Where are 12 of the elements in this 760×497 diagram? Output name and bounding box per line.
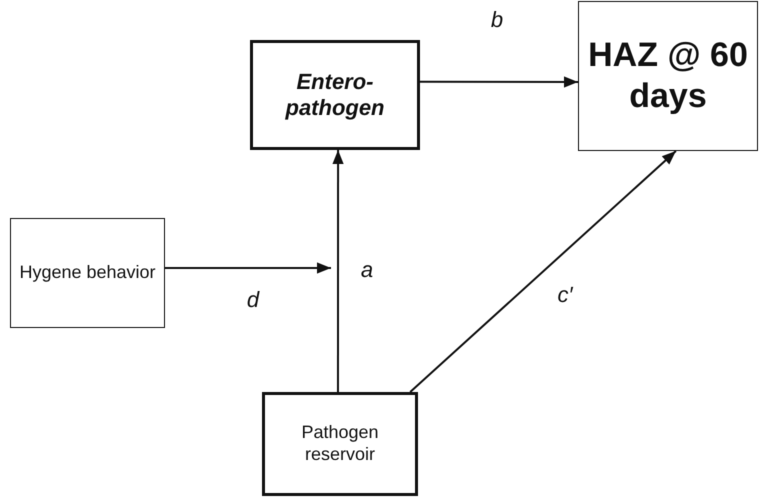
box-label: HAZ @ 60 days: [587, 35, 749, 117]
process-box: [578, 1, 758, 151]
arrow: [332, 150, 344, 392]
box-label: Pathogen reservoir: [300, 422, 380, 466]
process-box: [10, 218, 165, 328]
arrow: [165, 262, 331, 274]
box-label: Hygene behavior: [19, 262, 156, 284]
process-box: [250, 40, 420, 150]
process-box: [262, 392, 418, 496]
arrow: [410, 150, 677, 393]
arrow: [420, 76, 578, 88]
box-label: Entero- pathogen: [284, 68, 386, 122]
